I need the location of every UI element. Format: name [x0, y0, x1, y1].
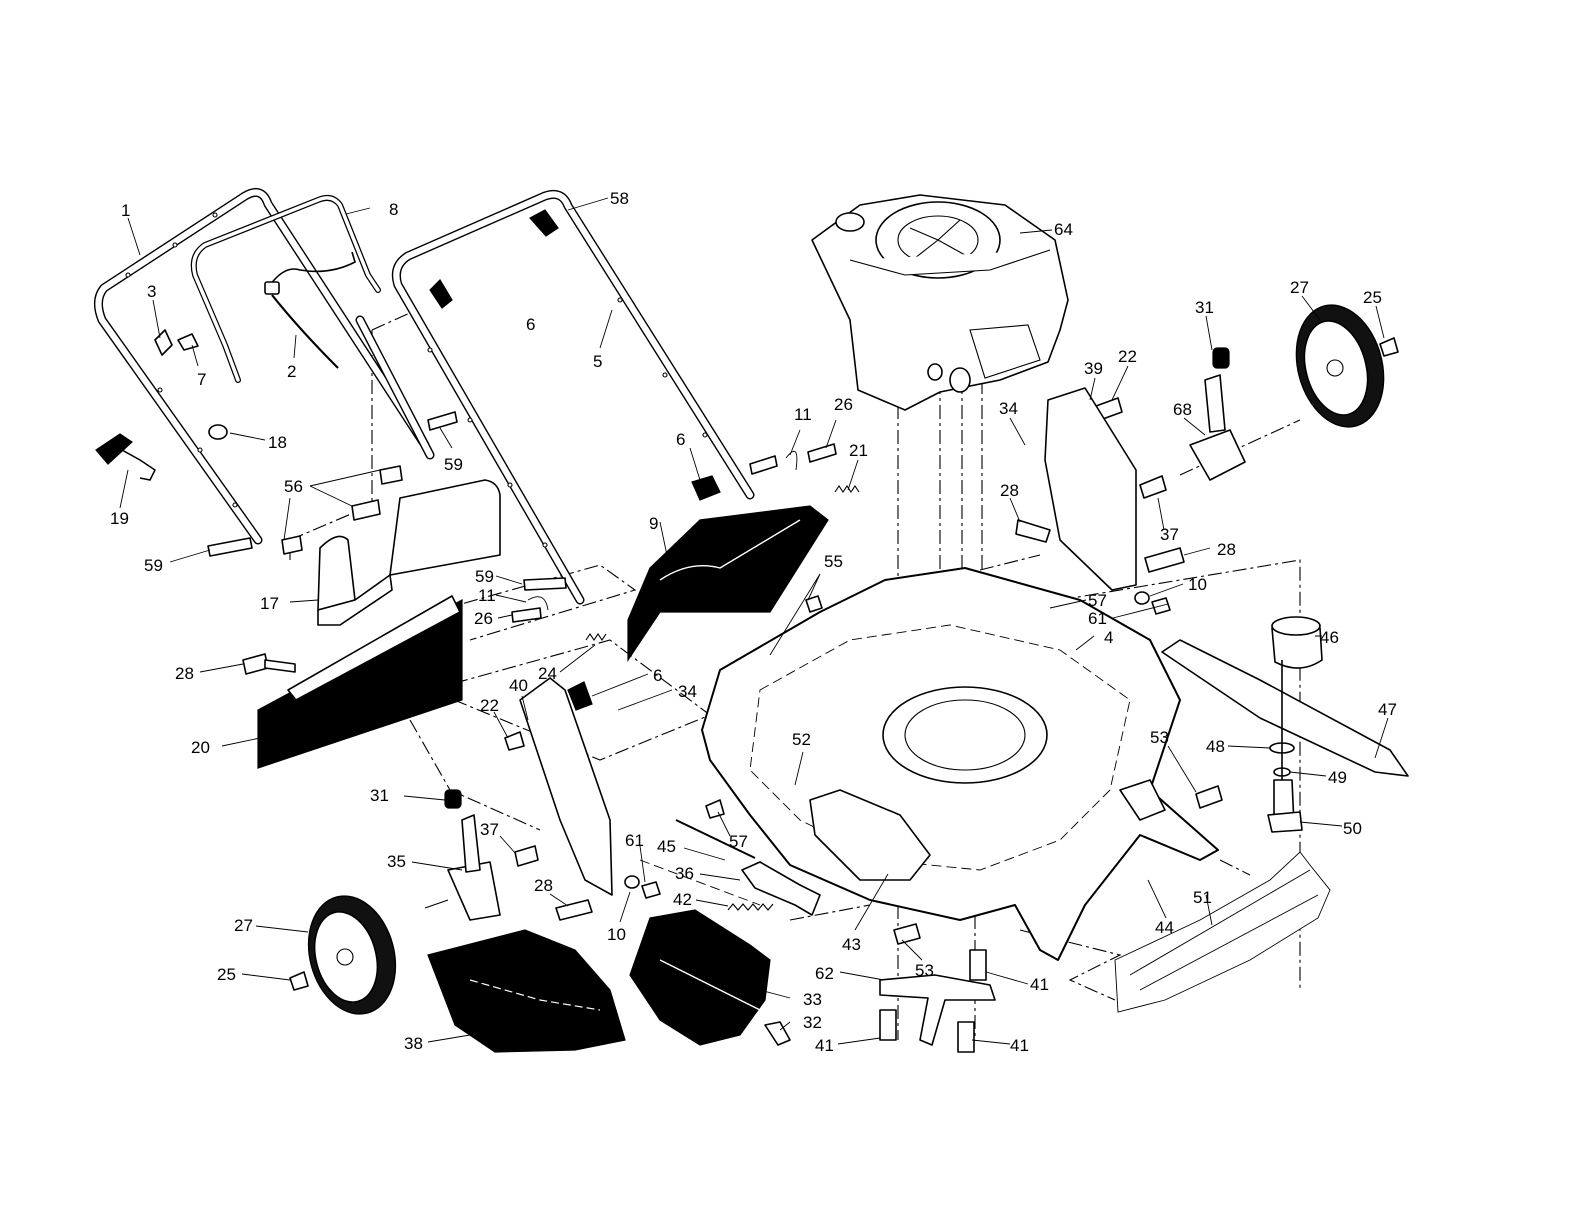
callout: 41	[815, 1036, 834, 1055]
callout: 27	[234, 916, 253, 935]
callout: 38	[404, 1034, 423, 1053]
callout: 28	[534, 876, 553, 895]
callout: 22	[1118, 347, 1137, 366]
callout: 45	[657, 837, 676, 856]
callout: 36	[675, 864, 694, 883]
callout: 53	[915, 961, 934, 980]
callout: 57	[729, 832, 748, 851]
callout: 37	[1160, 525, 1179, 544]
callout: 64	[1054, 220, 1073, 239]
callout: 2	[287, 362, 296, 381]
callout: 20	[191, 738, 210, 757]
rear-shield	[318, 480, 500, 625]
callout: 57	[1088, 591, 1107, 610]
callout: 44	[1155, 918, 1174, 937]
callout: 32	[803, 1013, 822, 1032]
callout: 47	[1378, 700, 1397, 719]
callout: 41	[1010, 1036, 1029, 1055]
callout: 33	[803, 990, 822, 1009]
callout: 58	[610, 189, 629, 208]
callout: 46	[1320, 628, 1339, 647]
discharge-door	[630, 910, 770, 1045]
callout: 53	[1150, 728, 1169, 747]
callout: 21	[849, 441, 868, 460]
callout: 51	[1193, 888, 1212, 907]
lower-handle	[98, 192, 425, 540]
mulch-plug	[428, 930, 625, 1052]
callout: 43	[842, 935, 861, 954]
callout: 6	[676, 430, 685, 449]
wheel-adjuster-right	[1045, 348, 1245, 590]
rear-flap	[258, 596, 462, 768]
mower-deck	[702, 568, 1218, 960]
callout: 4	[1104, 628, 1113, 647]
wheel-adjuster-left	[425, 678, 612, 920]
callout: 7	[197, 370, 206, 389]
callout: 19	[110, 509, 129, 528]
callout-leaders	[120, 198, 1388, 1044]
callout: 22	[480, 696, 499, 715]
callout: 48	[1206, 737, 1225, 756]
callout: 28	[175, 664, 194, 683]
wheel-left	[296, 886, 408, 1024]
callout: 55	[824, 552, 843, 571]
callout: 5	[593, 352, 602, 371]
callout: 50	[1343, 819, 1362, 838]
wheel-right	[1283, 295, 1396, 437]
callout: 52	[792, 730, 811, 749]
callout: 17	[260, 594, 279, 613]
callout: 28	[1000, 481, 1019, 500]
callout: 3	[147, 282, 156, 301]
callout: 1	[121, 201, 130, 220]
callout: 35	[387, 852, 406, 871]
callout: 31	[370, 786, 389, 805]
callout: 42	[673, 890, 692, 909]
callout: 28	[1217, 540, 1236, 559]
callout: 31	[1195, 298, 1214, 317]
callout: 41	[1030, 975, 1049, 994]
callout: 11	[478, 586, 496, 605]
callout: 26	[474, 609, 493, 628]
callout: 39	[1084, 359, 1103, 378]
callout: 10	[1188, 575, 1207, 594]
callout: 56	[284, 477, 303, 496]
middle-handle-tube	[360, 320, 430, 455]
callout: 27	[1290, 278, 1309, 297]
callout: 25	[217, 965, 236, 984]
callout: 59	[444, 455, 463, 474]
callout: 9	[649, 514, 658, 533]
mulch-bracket	[880, 975, 995, 1045]
callout: 34	[678, 682, 697, 701]
callout: 61	[625, 831, 644, 850]
baffle	[1115, 852, 1330, 1012]
callout: 49	[1328, 768, 1347, 787]
callout: 10	[607, 925, 626, 944]
callout: 26	[834, 395, 853, 414]
callout: 11	[794, 405, 812, 424]
callout: 37	[480, 820, 499, 839]
callout: 59	[144, 556, 163, 575]
callout: 61	[1088, 609, 1107, 628]
callout: 40	[509, 676, 528, 695]
callout: 24	[538, 664, 557, 683]
callout: 25	[1363, 288, 1382, 307]
callout: 8	[389, 200, 398, 219]
callout: 34	[999, 399, 1018, 418]
callout: 62	[815, 964, 834, 983]
callout: 18	[268, 433, 287, 452]
callout: 68	[1173, 400, 1192, 419]
engine	[812, 195, 1068, 410]
callout: 6	[653, 666, 662, 685]
callout: 6	[526, 315, 535, 334]
callout: 59	[475, 567, 494, 586]
